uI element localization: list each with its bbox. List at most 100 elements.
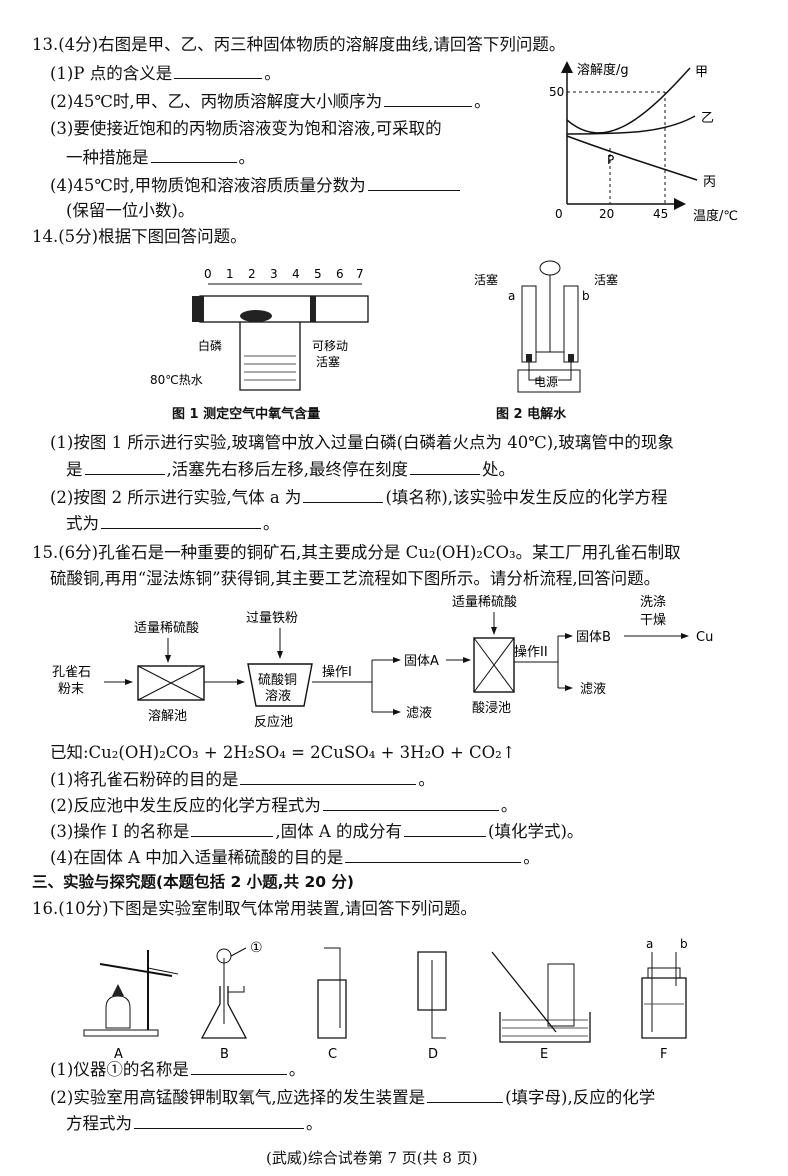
node-acid-leach-tank [473,637,515,693]
answer-blank[interactable] [384,92,473,107]
apparatus-f[interactable] [641,952,687,1039]
tick-50: 50 [549,85,564,99]
label-piston-a: 可移动 [312,339,348,353]
label-white-phosphorus: 白磷 [198,338,222,353]
answer-blank[interactable] [174,64,263,79]
apparatus-label-c: C [328,1047,337,1062]
curve-jia [566,67,691,134]
q13-part3b: 一种措施是。 [66,148,255,167]
scale-tick-label: 0 [204,267,212,281]
apparatus-label-d: D [428,1047,438,1062]
curve-bing [566,135,698,181]
node-filtrate-2: 滤液 [580,682,606,697]
q15-part1: (1)将孔雀石粉碎的目的是。 [50,770,435,789]
section-3-heading: 三、实验与探究题(本题包括 2 小题,共 20 分) [32,873,354,891]
scale-tick-label: 1 [226,267,234,281]
tick-0: 0 [555,207,563,221]
apparatus-b[interactable] [200,947,248,1039]
apparatus-e[interactable] [491,951,591,1043]
label-jia: 甲 [695,65,708,80]
curve-yi [566,115,696,135]
q15-part3: (3)操作 I 的名称是,固体 A 的成分有(填化学式)。 [50,822,584,841]
solubility-chart: 溶解度/g 温度/℃ 50 0 20 45 甲 乙 丙 P [549,61,738,224]
scale-tick-label: 4 [292,267,300,281]
node-copper: Cu [696,630,713,645]
label-operation-2: 操作II [514,644,548,660]
figure1-caption: 图 1 测定空气中氧气含量 [172,407,321,422]
apparatus-d[interactable] [417,951,447,1039]
x-axis-label: 温度/℃ [693,208,738,224]
scale-tick-label: 3 [270,267,278,281]
tube-a [521,285,537,363]
apparatus-a[interactable] [83,950,179,1037]
answer-blank[interactable] [191,822,274,837]
node-solid-a: 固体A [404,654,439,669]
scale-tick-label: 2 [248,267,256,281]
answer-blank[interactable] [190,1060,287,1075]
q13-part4b: (保留一位小数)。 [66,201,195,220]
label-reactor: 反应池 [254,714,293,730]
answer-blank[interactable] [101,514,261,529]
q15-known-equation: 已知:Cu₂(OH)₂CO₃ + 2H₂SO₄ = 2CuSO₄ + 3H₂O … [50,743,516,762]
white-phosphorus [240,310,272,322]
movable-piston[interactable] [310,296,316,322]
reservoir-bulb [539,260,561,276]
label-acid-2: 适量稀硫酸 [452,595,517,610]
figure-oxygen-apparatus: 0 1 2 3 4 5 6 7 白磷 80℃热水 可移动 活塞 [150,267,369,391]
q16-part2a: (2)实验室用高锰酸钾制取氧气,应选择的发生装置是(填字母),反应的化学 [50,1088,656,1107]
tube-b [563,285,579,363]
q13-stem: 13.(4分)右图是甲、乙、丙三种固体物质的溶解度曲线,请回答下列问题。 [32,35,566,54]
q13-part2: (2)45℃时,甲、乙、丙物质溶解度大小顺序为。 [50,92,491,111]
node-reactor [247,663,313,707]
page-footer: (武威)综合试卷第 7 页(共 8 页) [266,1149,478,1167]
y-axis-label: 溶解度/g [577,62,629,78]
label-a: a [508,289,515,303]
scale-tick-label: 7 [356,267,364,281]
answer-blank[interactable] [367,176,460,191]
answer-blank[interactable] [134,1114,304,1129]
apparatus-label-e: E [540,1047,548,1062]
q14-part2a: (2)按图 2 所示进行实验,气体 a 为(填名称),该实验中发生反应的化学方程 [50,488,668,507]
q16-part2b: 方程式为。 [66,1114,323,1133]
rubber-stopper [192,296,204,322]
node-dissolving-tank [137,665,205,701]
q15-stem-a: 15.(6分)孔雀石是一种重要的铜矿石,其主要成分是 Cu₂(OH)₂CO₃。某… [32,543,681,562]
q15-stem-b: 硫酸铜,再用“湿法炼铜”获得铜,其主要工艺流程如下图所示。请分析流程,回答问题。 [50,569,661,588]
q14-part2b: 式为。 [66,514,280,533]
q13-part1: (1)P 点的含义是。 [50,64,281,83]
figure2-caption: 图 2 电解水 [496,407,567,422]
answer-blank[interactable] [240,770,417,785]
scale-tick-label: 5 [314,267,322,281]
q15-part4: (4)在固体 A 中加入适量稀硫酸的目的是。 [50,848,540,867]
process-flowchart: 孔雀石 粉末 适量稀硫酸 溶解池 过量铁粉 硫酸铜 溶液 反应池 操作I 固体A… [52,595,713,730]
q15-part2: (2)反应池中发生反应的化学方程式为。 [50,796,518,815]
answer-blank[interactable] [322,796,499,811]
node-filtrate-1: 滤液 [406,706,432,721]
answer-blank[interactable] [427,1088,504,1103]
q13-part3a: (3)要使接近饱和的丙物质溶液变为饱和溶液,可采取的 [50,119,442,138]
label-cuso4-b: 溶液 [265,689,291,704]
label-b: b [582,289,590,303]
scale-tick-label: 6 [336,267,344,281]
node-raw-material-b: 粉末 [58,682,84,697]
label-iron-powder: 过量铁粉 [246,611,298,626]
label-power: 电源 [534,375,558,389]
label-acid-1: 适量稀硫酸 [134,621,199,636]
apparatus-c[interactable] [317,947,347,1039]
label-bing: 丙 [703,175,716,190]
beaker [239,322,301,391]
tick-20: 20 [599,207,614,221]
answer-blank[interactable] [303,488,384,503]
lab-apparatus-figure: ① a b A B C D E F [83,937,688,1062]
q16-stem: 16.(10分)下图是实验室制取气体常用装置,请回答下列问题。 [32,899,477,918]
scale-ruler: 0 1 2 3 4 5 6 7 [204,267,364,285]
answer-blank[interactable] [404,822,487,837]
apparatus-label-f: F [660,1047,667,1062]
label-stopcock-left: 活塞 [474,272,498,287]
answer-blank[interactable] [150,148,237,163]
answer-blank[interactable] [84,460,165,475]
answer-blank[interactable] [410,460,480,475]
answer-blank[interactable] [345,848,522,863]
apparatus-label-b: B [220,1047,229,1062]
node-solid-b: 固体B [576,630,611,645]
